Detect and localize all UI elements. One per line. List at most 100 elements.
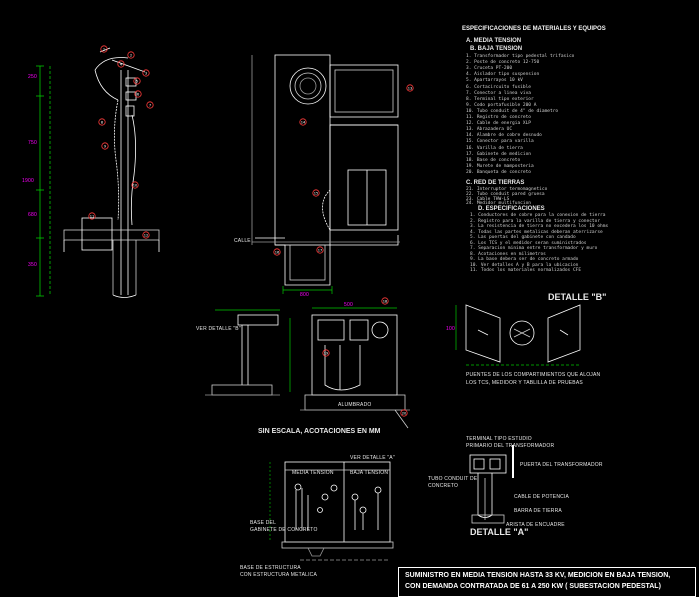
cabinet-section [205,314,410,429]
spec-line: 1. Conductores de cobre para la conexion… [470,213,606,218]
callout-number: 3 [145,72,147,76]
spec-line: 10. Tubo conduit de 4" de diametro [466,108,559,114]
dim-mid1: 750 [28,140,37,146]
terminal-note-3: PUERTA DEL TRANSFORMADOR [520,462,603,468]
substation-dimension-line [282,286,333,294]
spec-line: 4. Aislador tipo suspension [466,72,540,78]
spec-line: 2. Poste de concreto 12-750 [466,60,540,66]
gabinete-note-1: BASE DE ESTRUCTURA [240,565,301,571]
spec-line: 4. Todas las partes metalicas deberan at… [470,229,603,235]
section-dimension-lines [215,307,397,392]
spec-line: 11. Registro de concreto [466,115,532,120]
callout-circle [131,181,139,189]
callout-circle [299,118,307,126]
cable-note: CABLE DE POTENCIA [514,494,570,500]
callout-number: 9 [104,145,107,149]
spec-line: 22. Tubo conduit pared gruesa [466,191,545,197]
spec-line: 3. La resistencia de tierra no excedera … [470,224,609,229]
detail-a-drawing [469,445,514,524]
dim-detail: 100 [446,326,455,332]
gabinete-note-2: CON ESTRUCTURA METALICA [240,572,318,578]
dim-mid2: 1900 [22,178,34,184]
pole-dimension-line [36,65,51,297]
spec-line: 8. Acotaciones en milimetros [470,251,546,257]
title-line-1: SUMINISTRO EN MEDIA TENSION HASTA 33 KV,… [405,572,671,579]
spec-line: 19. Murete de mamposteria [466,163,534,169]
callout-circle [142,69,150,77]
scale-note: SIN ESCALA, ACOTACIONES EN MM [258,428,381,435]
spec-line: 24. Medidor multifuncion [466,201,532,207]
callout-number: 6 [137,93,140,97]
puentes-note-1: PUENTES DE LOS COMPARTIMIENTOS QUE ALOJA… [466,372,601,378]
callout-number: 8 [101,121,104,125]
spec-line: 15. Conector para varilla [466,139,534,145]
callout-circle [88,212,96,220]
dim-sect: 500 [344,302,353,308]
callout-number: 19 [324,352,329,356]
callout-number: 13 [408,87,413,91]
spec-line: 10. Ver detalles A y B para la ubicacion [470,262,579,268]
spec-line: 9. La base debera ser de concreto armado [470,257,579,262]
base-note-2: GABINETE DE CONCRETO [250,527,318,533]
spec-line: 6. Los TCS y el medidor seran suministra… [470,240,587,246]
terminal-note-1: TERMINAL TIPO ESTUDIO [466,436,532,442]
spec-section-a: A. MEDIA TENSION [466,38,522,44]
spec-line: 5. Apartarrayos 10 kV [466,78,523,84]
spec-line: 16. Varilla de tierra [466,145,523,151]
alumbrado-label: ALUMBRADO [338,402,372,408]
spec-line: 12. Cable de energia XLP [466,121,532,127]
detail-b-drawing [465,304,581,363]
spec-line: 11. Todos los materiales normalizados CF… [470,268,582,273]
callout-circle [273,248,281,256]
callout-circle [400,409,408,417]
callout-number: 16 [275,251,280,255]
callout-circle [133,77,141,85]
spec-line: 20. Banqueta de concreto [466,169,532,175]
spec-line: 2. Registro para la varilla de tierra y … [470,218,601,224]
dim-bot: 350 [28,262,37,268]
callout-circle [322,349,330,357]
tubo-note-1: TUBO CONDUIT DE [428,476,478,482]
callout-number: 1 [103,48,105,52]
detail-a-title: DETALLE "A" [470,527,529,537]
spec-line: 23. Cable THW-LS [466,196,510,202]
spec-line: 18. Base de concreto [466,157,521,163]
callout-number: 14 [301,121,306,125]
dim-mid3: 680 [28,212,37,218]
callout-number: 18 [383,300,388,304]
callout-circle [101,142,109,150]
spec-line: 9. Codo portafusible 200 A [466,102,537,108]
spec-line: 14. Alambre de cobre desnudo [466,133,542,139]
calle-label: CALLE [234,238,251,244]
callout-number: 17 [318,249,323,253]
callout-number: 15 [314,192,319,196]
base-note-1: BASE DEL [250,520,277,526]
callout-number: 7 [149,104,151,108]
spec-section-b: B. BAJA TENSION [470,46,523,52]
callout-circle [312,189,320,197]
callout-circle [146,101,154,109]
spec-line: 5. Las puertas del gabinete con candado [470,235,576,240]
spec-line: 6. Cortacircuito fusible [466,84,532,90]
specs-title: ESPECIFICACIONES DE MATERIALES Y EQUIPOS [462,26,606,32]
pole-elevation [63,47,160,298]
callout-circle [127,51,135,59]
ver-detalle-b: VER DETALLE "B" [196,326,241,332]
substation-elevation [251,54,400,286]
callout-number: 10 [133,184,138,188]
spec-line: 13. Abrazadera UC [466,127,513,133]
callout-number: 12 [144,234,149,238]
callout-circle [134,90,142,98]
callout-circle [406,84,414,92]
spec-line: 7. Separacion minima entre transformador… [470,246,598,251]
baja-tension-label: BAJA TENSION [350,470,389,476]
callout-number: 11 [90,215,95,219]
title-line-2: CON DEMANDA CONTRATADA DE 61 A 250 KW ( … [405,583,661,590]
arista-note: ARISTA DE ENCUADRE [506,522,565,528]
spec-line: 17. Gabinete de medicion [466,151,532,157]
media-tension-label: MEDIA TENSION [292,470,334,476]
tubo-note-2: CONCRETO [428,483,459,489]
barra-note: BARRA DE TIERRA [514,508,562,514]
title-block: SUMINISTRO EN MEDIA TENSION HASTA 33 KV,… [398,567,696,597]
